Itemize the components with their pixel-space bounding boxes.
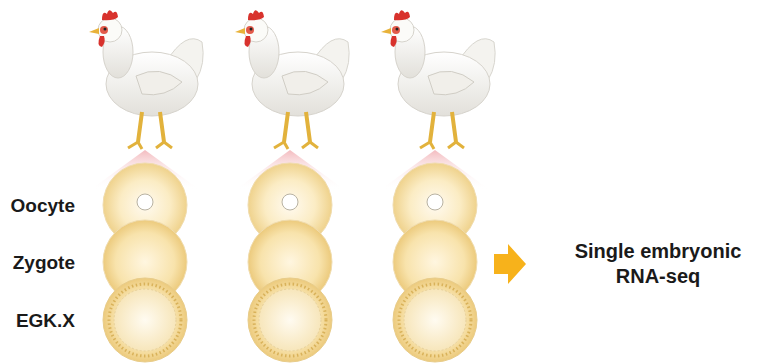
stage-label: Oocyte	[11, 194, 75, 218]
egk-discs	[103, 278, 477, 362]
hen-illustration	[381, 10, 495, 149]
hen-illustration	[89, 10, 203, 149]
output-label: Single embryonic RNA-seq	[548, 239, 768, 289]
hen-illustration	[235, 10, 349, 149]
block-arrow	[494, 244, 526, 284]
stage-label: EGK.X	[16, 309, 75, 333]
stage-label: Zygote	[13, 251, 75, 275]
